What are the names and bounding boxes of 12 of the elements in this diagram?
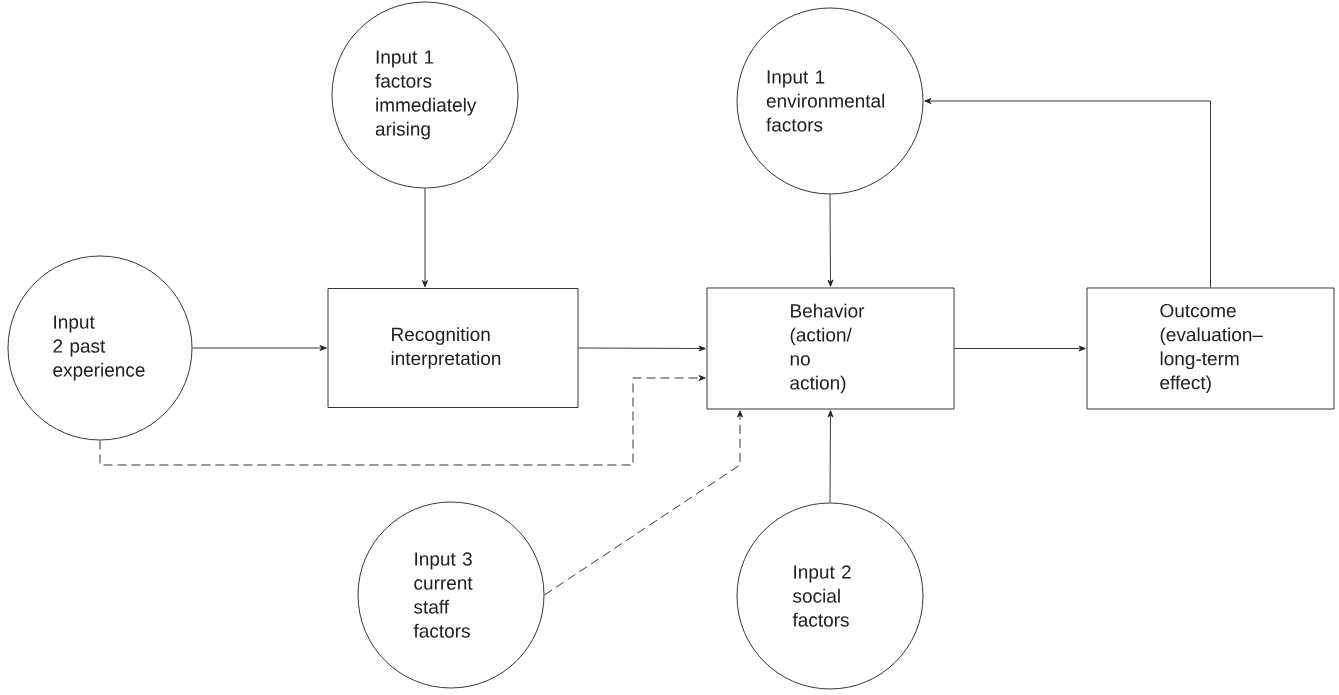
arrow [827,194,834,287]
arrow [924,98,1211,288]
arrow [578,345,706,352]
arrow [544,410,743,596]
arrow [827,410,834,503]
arrow [954,345,1086,352]
arrow [192,345,327,351]
process-box: Outcome (evaluation– long-term effect) [1086,287,1335,410]
arrow [422,188,428,288]
process-box: Recognition interpretation [327,288,579,408]
process-box: Behavior (action/ no action) [706,287,955,410]
arrow [99,375,706,466]
